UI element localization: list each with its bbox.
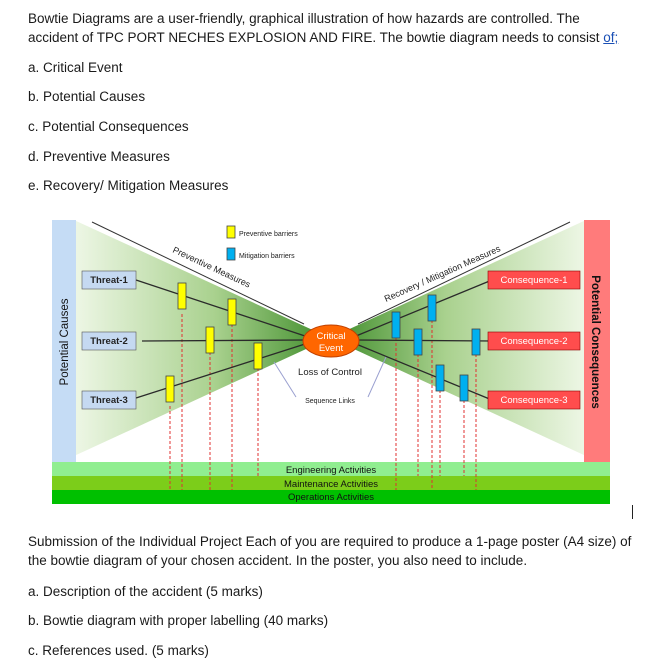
list-item: a. Critical Event [28,60,123,75]
list-item: c. Potential Consequences [28,119,189,134]
list-item: d. Preventive Measures [28,149,170,164]
list-item: b. Potential Causes [28,89,146,104]
intro-paragraph: Bowtie Diagrams are a user-friendly, gra… [28,9,628,47]
consequence-1-label: Consequence-1 [500,275,567,286]
mitigation-barrier [427,294,437,322]
potential-consequences-bar [584,220,610,464]
sequence-links-label: Sequence Links [305,398,355,405]
intro-link-text[interactable]: of; [603,30,619,45]
potential-consequences-label: Potential Consequences [589,275,601,409]
consequence-2-label: Consequence-2 [500,336,567,347]
legend-mitigation-swatch [226,247,236,261]
list-item: a. Description of the accident (5 marks) [28,584,263,599]
text-cursor [632,505,633,519]
mitigation-barrier [413,328,423,356]
preventive-barrier [165,375,175,403]
potential-causes-label: Potential Causes [59,298,71,385]
preventive-barrier [205,326,215,354]
consequence-3-label: Consequence-3 [500,395,567,406]
mitigation-barrier [459,374,469,402]
critical-event-line1: Critical [316,331,345,342]
critical-event-line2: Event [319,343,344,354]
operations-band [52,490,610,504]
threat-3-label: Threat-3 [90,395,127,406]
threat-2-label: Threat-2 [90,336,127,347]
threat-1-label: Threat-1 [90,275,128,286]
maintenance-activities-label: Maintenance Activities [284,479,378,490]
legend-preventive-label: Preventive barriers [239,231,298,238]
mitigation-barrier [471,328,481,356]
engineering-band [52,462,610,476]
loss-of-control-label: Loss of Control [298,367,362,378]
list-item: c. References used. (5 marks) [28,643,209,658]
legend-preventive-swatch [226,225,236,239]
list-item: b. Bowtie diagram with proper labelling … [28,613,329,628]
preventive-barrier [253,342,263,370]
bowtie-diagram: Potential Causes Potential Consequences … [52,220,610,504]
operations-activities-label: Operations Activities [288,492,374,503]
intro-text: Bowtie Diagrams are a user-friendly, gra… [28,11,604,45]
list-item: e. Recovery/ Mitigation Measures [28,178,229,193]
submission-paragraph: Submission of the Individual Project Eac… [28,534,632,568]
potential-causes-bar [52,220,76,464]
maintenance-band [52,476,610,490]
critical-event [302,324,360,358]
engineering-activities-label: Engineering Activities [286,465,377,476]
preventive-barrier [177,282,187,310]
mitigation-barrier [435,364,445,392]
preventive-barrier [227,298,237,326]
legend-mitigation-label: Mitigation barriers [239,253,295,260]
mitigation-barrier [391,311,401,339]
